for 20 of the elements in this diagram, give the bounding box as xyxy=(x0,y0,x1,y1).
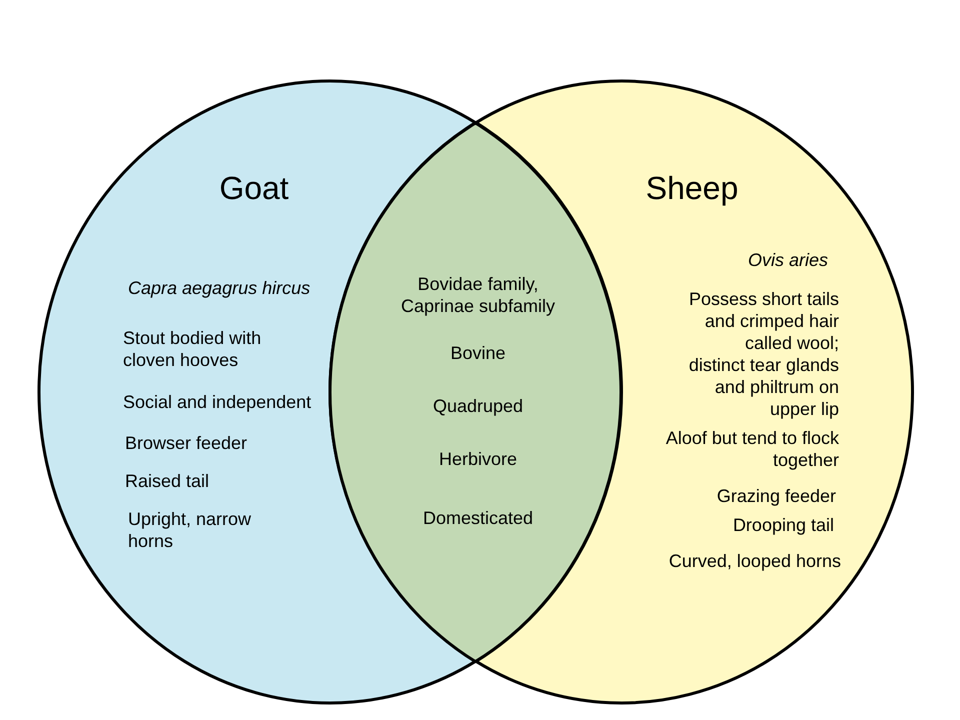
trait-text: Stout bodied with cloven hooves xyxy=(123,327,262,371)
shared-trait-text: Quadruped xyxy=(432,394,524,417)
scientific-name: Capra aegagrus hircus xyxy=(128,277,310,299)
set-heading: Goat xyxy=(219,169,289,207)
trait-text: Possess short tails and crimped hair called wool; distinct tear glands and philtrum on upper lip xyxy=(688,288,839,420)
shared-trait-text: Domesticated xyxy=(422,506,534,529)
trait-text: Browser feeder xyxy=(125,432,248,454)
trait-text: Grazing feeder xyxy=(716,485,836,507)
trait-text: Social and independent xyxy=(123,391,312,413)
shared-trait-text: Bovine xyxy=(450,342,506,364)
shared-trait-text: Herbivore xyxy=(438,448,518,470)
scientific-name: Ovis aries xyxy=(748,249,828,271)
trait-text: Drooping tail xyxy=(732,514,834,536)
venn-overlap xyxy=(328,120,623,664)
trait-text: Aloof but tend to flock together xyxy=(664,427,839,471)
set-heading: Sheep xyxy=(646,169,738,207)
shared-trait-text: Bovidae family, Caprinae subfamily xyxy=(400,272,556,317)
trait-text: Raised tail xyxy=(125,470,210,492)
trait-text: Curved, looped horns xyxy=(668,550,841,572)
trait-text: Upright, narrow horns xyxy=(128,508,252,552)
